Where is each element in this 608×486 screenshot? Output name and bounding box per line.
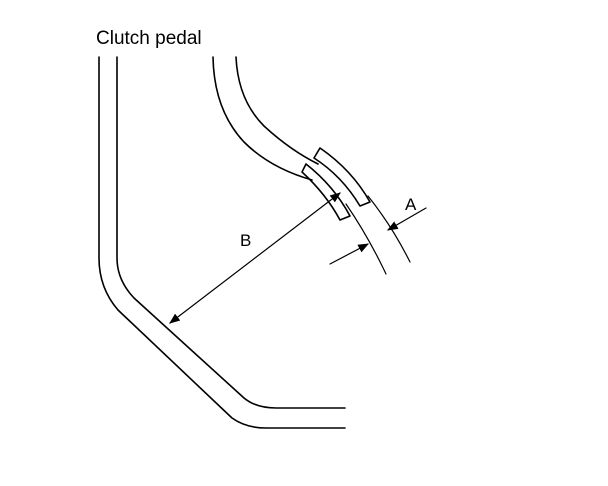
floor-outline-inner <box>116 56 346 409</box>
dimension-b-label: B <box>240 231 251 250</box>
floor-outline-outer <box>98 56 346 429</box>
pedal-pad-outer <box>313 147 371 207</box>
dimension-a-arrow-left <box>329 243 369 265</box>
pedal-arm-right-edge <box>235 56 319 165</box>
dimension-a-arrow-right <box>387 207 427 231</box>
diagram-title: Clutch pedal <box>96 28 202 49</box>
dimension-a-extension-left <box>345 203 387 275</box>
dimension-b-line <box>169 192 341 324</box>
pedal-pad-inner <box>301 163 351 221</box>
pedal-arm-left-edge <box>212 56 313 181</box>
dimension-a-label: A <box>405 195 417 214</box>
